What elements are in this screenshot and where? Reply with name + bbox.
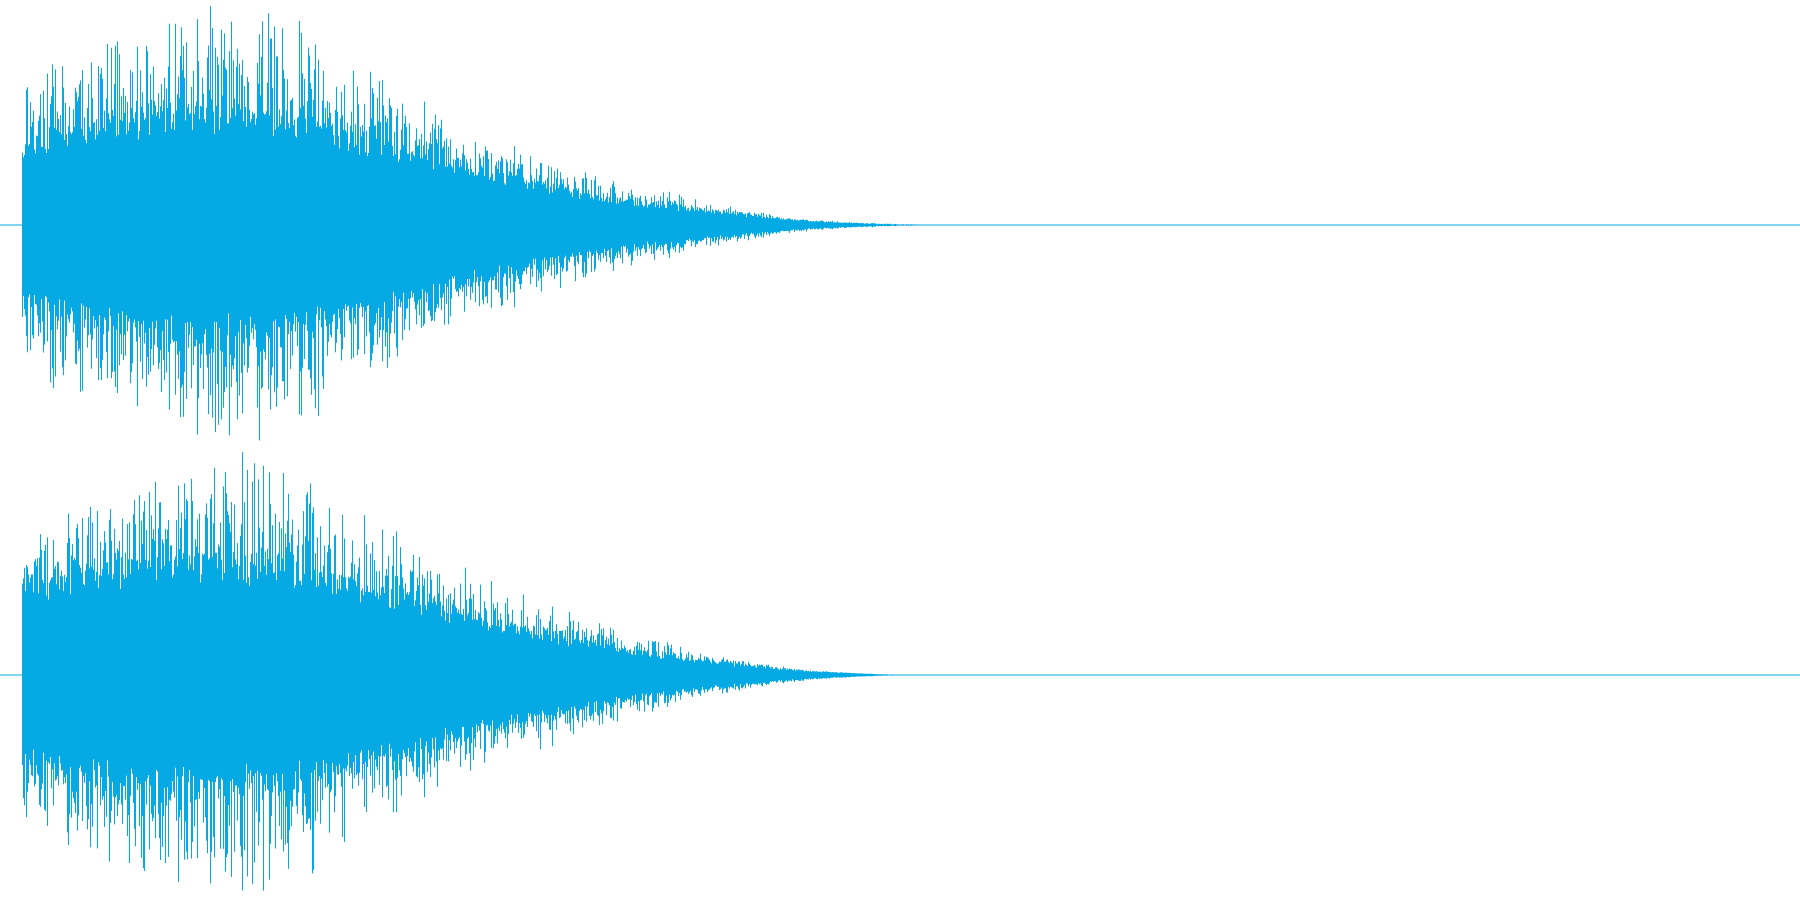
waveform-peaks-right: [22, 452, 910, 891]
channel-left-waveform: [0, 6, 1800, 441]
channel-right-waveform: [0, 452, 1800, 891]
channel-right-track[interactable]: [0, 450, 1800, 900]
waveform-peaks-left: [22, 6, 944, 441]
channel-left-track[interactable]: [0, 0, 1800, 450]
